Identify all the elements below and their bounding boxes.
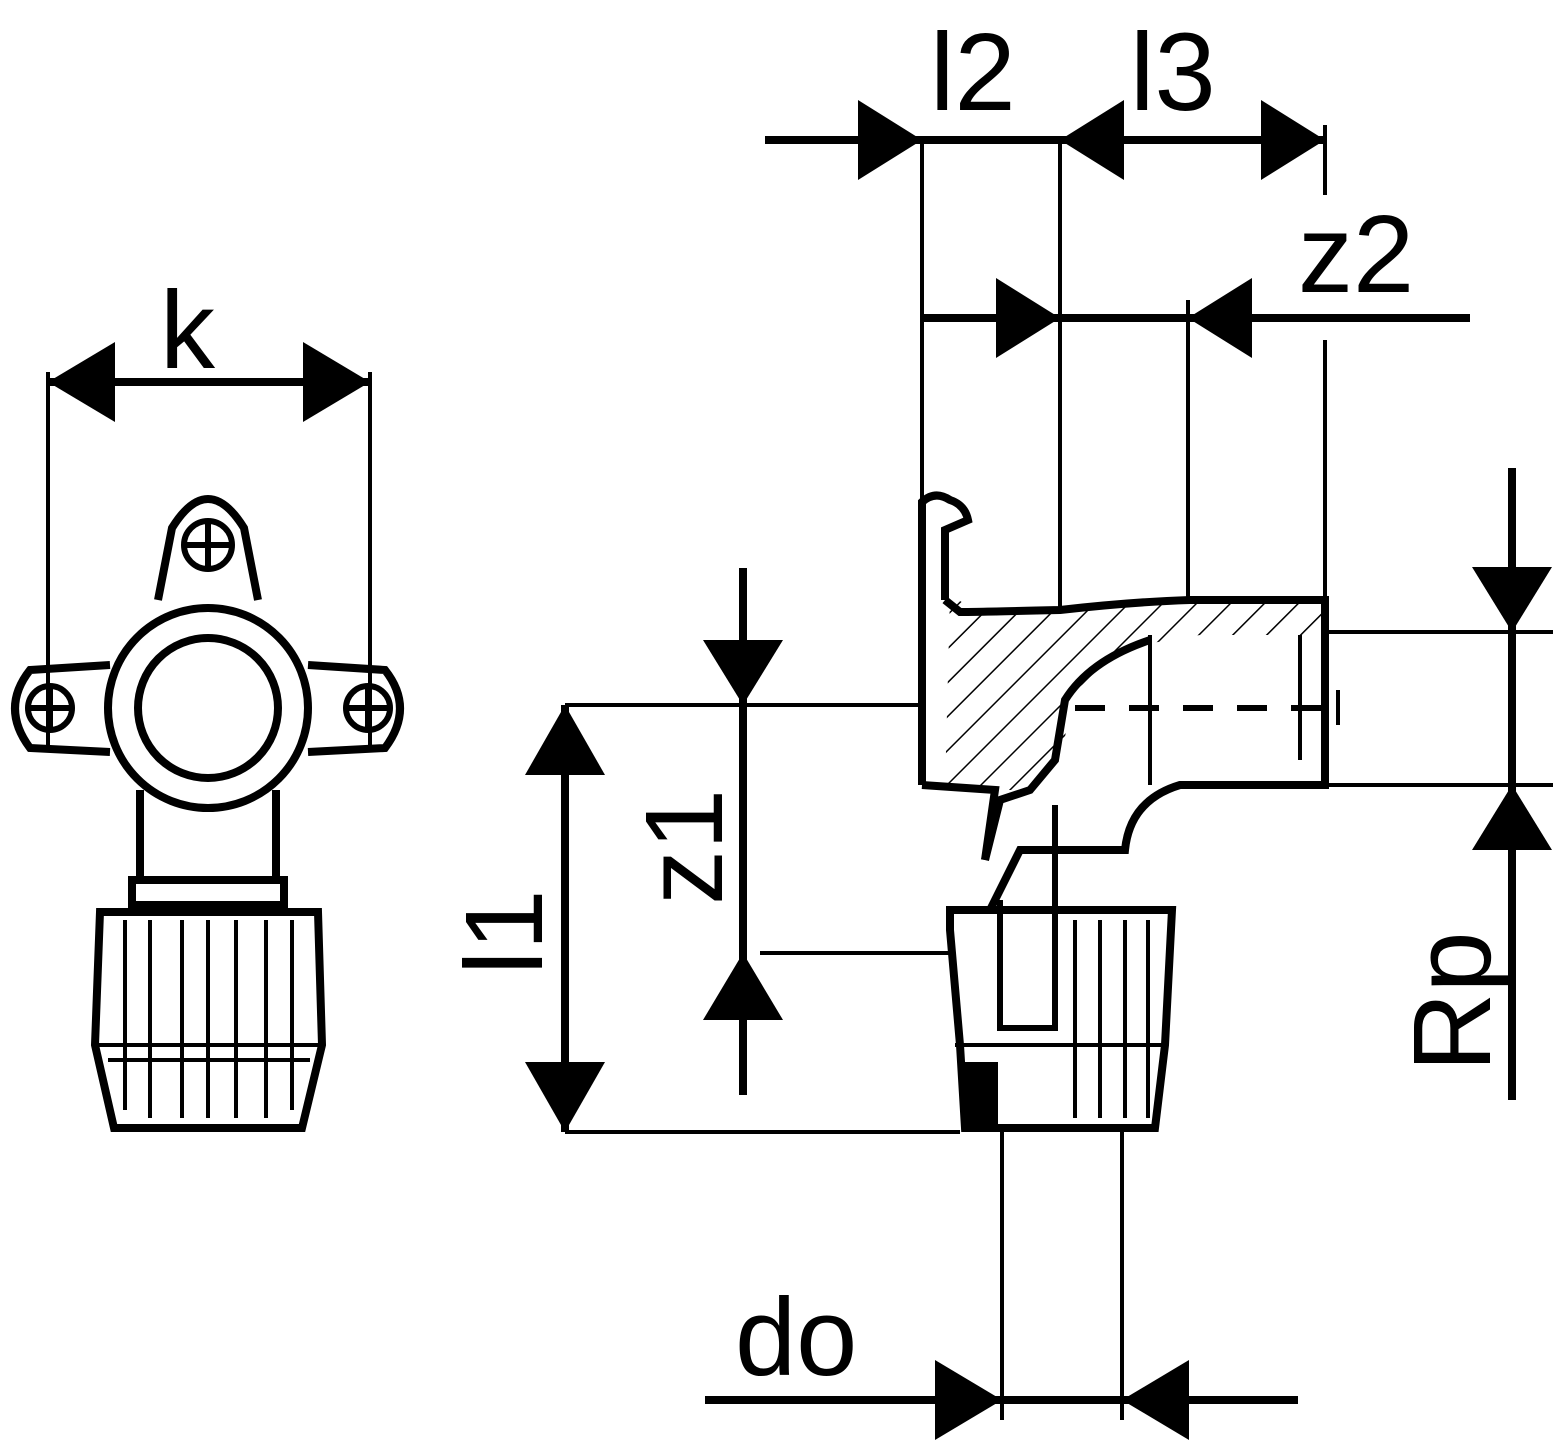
dimension-l2-l3 [765,100,1325,180]
dimension-rp [1472,468,1552,1100]
label-do: do [735,1276,857,1399]
collar [128,876,288,909]
dimension-z2 [922,278,1470,358]
dimension-z1 [703,568,783,1095]
sleeve-black-band [962,1062,998,1132]
side-section [918,491,1345,1132]
label-l2: l2 [930,11,1016,134]
label-l1: l1 [443,889,566,975]
label-z1: z1 [623,789,746,905]
insert [997,805,1058,1031]
dimension-k [46,342,372,745]
dimension-do [705,1360,1298,1440]
screw-hole-top-icon [181,518,235,572]
hatched-section [945,595,1325,790]
bottom-body [921,781,1000,861]
bore-circle [134,634,282,782]
right-lug [307,661,404,756]
body-outer-ring [104,604,312,812]
side-press-sleeve [946,906,1177,1132]
neck [136,790,280,880]
label-z2: z2 [1298,193,1414,316]
dimension-l1 [525,705,605,1132]
body-outline [942,596,1329,914]
sleeve-ribs [98,920,320,1118]
label-l3: l3 [1130,11,1216,134]
top-lug [154,495,262,601]
inner-bore-curve [981,636,1152,861]
left-lug [11,661,111,756]
wall-plate [918,491,973,785]
front-view [11,495,404,1132]
label-k: k [160,269,216,392]
press-sleeve [90,908,327,1132]
label-rp: Rp [1391,931,1514,1072]
